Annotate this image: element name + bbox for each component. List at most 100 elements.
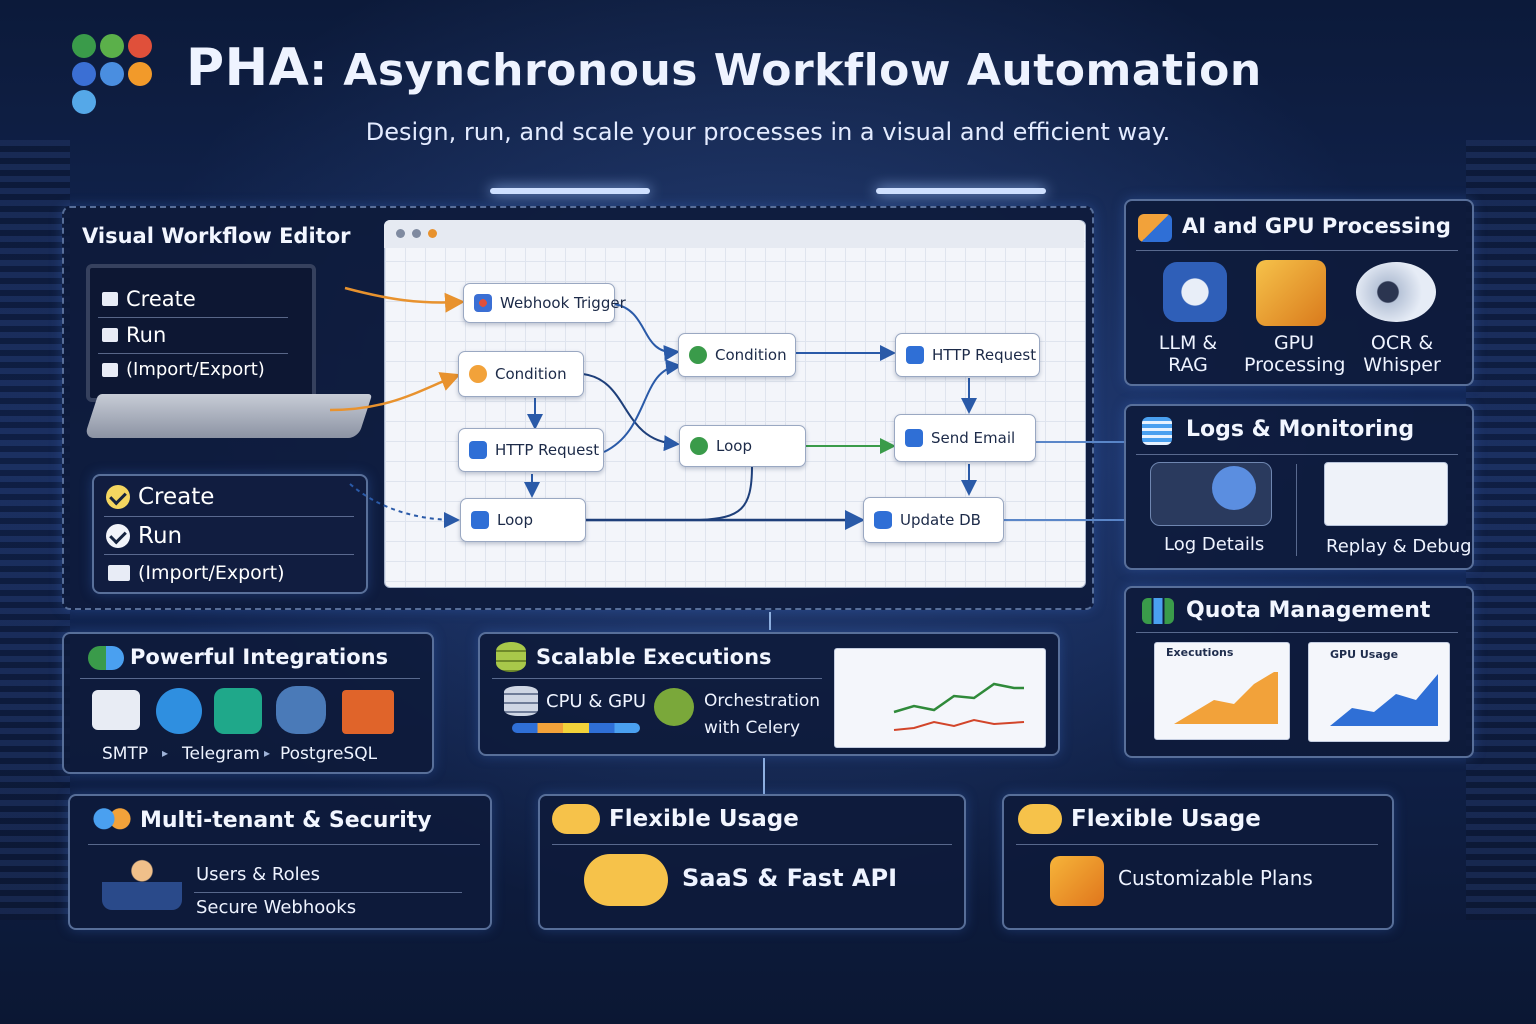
server-rack-right — [1466, 140, 1536, 920]
node-condition[interactable]: Condition — [458, 351, 584, 397]
plans-hexagon-icon — [1050, 856, 1104, 906]
node-http-request[interactable]: HTTP Request — [458, 428, 604, 472]
executions-area — [1174, 672, 1278, 724]
arrow-icon: ▸ — [264, 746, 271, 760]
run-icon — [102, 328, 118, 342]
neural-hexagon-icon — [1163, 262, 1227, 322]
postgresql-label: PostgreSQL — [280, 744, 378, 764]
window-dot — [428, 229, 437, 238]
check-icon — [106, 524, 130, 548]
telegram-label: Telegram — [182, 744, 260, 764]
users-roles-label: Users & Roles — [196, 864, 321, 885]
divider — [104, 554, 354, 555]
node-webhook-trigger[interactable]: Webhook Trigger — [463, 283, 626, 323]
gpu-usage-area — [1330, 674, 1438, 726]
node-http-request-2[interactable]: HTTP Request — [895, 333, 1040, 377]
divider — [1016, 844, 1378, 845]
import-export-icon — [108, 565, 130, 581]
message-queue-icon — [342, 690, 394, 734]
divider — [492, 678, 822, 679]
postgresql-icon — [276, 686, 326, 734]
lightning-icon — [214, 688, 262, 734]
pha-logo — [72, 30, 172, 122]
canvas-window-bar — [384, 220, 1084, 248]
divider — [80, 678, 420, 679]
ocr-whisper-label: OCR &Whisper — [1363, 332, 1441, 376]
scalable-title: Scalable Executions — [536, 645, 772, 669]
laptop-menu-run[interactable]: Run — [102, 323, 166, 347]
menu-run[interactable]: Run — [106, 523, 182, 549]
cloud-icon — [552, 804, 600, 834]
server-rack-left — [0, 140, 70, 920]
orchestration-label-2: with Celery — [704, 718, 801, 738]
flexible-usage-title: Flexible Usage — [1071, 806, 1261, 832]
condition-icon — [469, 365, 487, 383]
bar-chart-icon — [1142, 598, 1174, 624]
list-icon — [1142, 417, 1172, 445]
loop-list-icon — [471, 511, 489, 529]
ai-gpu-title: AI and GPU Processing — [1182, 214, 1451, 238]
flexible-usage-title: Flexible Usage — [609, 806, 799, 832]
window-dot — [412, 229, 421, 238]
server-icon — [906, 346, 924, 364]
node-loop[interactable]: Loop — [460, 498, 586, 542]
smtp-label: SMTP — [102, 744, 149, 764]
llm-rag-label: LLM &RAG — [1158, 332, 1218, 376]
ceiling-light — [490, 188, 650, 194]
menu-create[interactable]: Create — [106, 484, 214, 510]
editor-menu-card — [92, 474, 368, 594]
database-icon — [874, 511, 892, 529]
cpu-gpu-label: CPU & GPU — [546, 691, 647, 712]
divider — [552, 844, 952, 845]
laptop-menu-import-export[interactable]: (Import/Export) — [102, 359, 265, 380]
replay-debug-icon[interactable] — [1324, 462, 1448, 526]
divider — [98, 353, 288, 354]
node-loop-2[interactable]: Loop — [679, 425, 806, 467]
divider — [1136, 454, 1458, 455]
check-icon — [106, 485, 130, 509]
server-stack-icon — [504, 686, 538, 716]
customizable-plans-label: Customizable Plans — [1118, 866, 1313, 890]
progress-bar — [512, 723, 640, 733]
users-icon — [92, 806, 132, 838]
node-update-db[interactable]: Update DB — [863, 497, 1004, 543]
log-details-label: Log Details — [1164, 534, 1265, 555]
divider — [194, 892, 462, 893]
page-title: PHA: Asynchronous Workflow Automation — [186, 38, 1262, 98]
gpu-usage-chart-label: GPU Usage — [1330, 648, 1399, 661]
integrations-icon — [88, 646, 124, 670]
menu-import-export[interactable]: (Import/Export) — [108, 562, 284, 584]
node-send-email[interactable]: Send Email — [894, 414, 1036, 462]
replay-debug-label: Replay & Debug — [1326, 536, 1472, 557]
email-icon — [905, 429, 923, 447]
ocr-disc-icon — [1356, 262, 1436, 322]
arrow-icon: ▸ — [162, 746, 169, 760]
multitenant-title: Multi-tenant & Security — [140, 808, 432, 833]
editor-title: Visual Workflow Editor — [82, 224, 351, 248]
smtp-mail-icon — [92, 690, 140, 730]
gpu-cube-icon — [1256, 260, 1326, 326]
node-condition-2[interactable]: Condition — [678, 333, 796, 377]
plus-icon — [689, 346, 707, 364]
saas-fast-api-label: SaaS & Fast API — [682, 864, 897, 892]
create-icon — [102, 292, 118, 306]
divider — [88, 844, 480, 845]
cloud-icon — [584, 854, 668, 906]
telegram-icon — [156, 688, 202, 734]
ceiling-light — [876, 188, 1046, 194]
refresh-icon — [690, 437, 708, 455]
executions-chart-label: Executions — [1166, 646, 1234, 659]
execution-chart[interactable] — [834, 648, 1046, 748]
laptop-menu-create[interactable]: Create — [102, 287, 196, 311]
secure-webhooks-label: Secure Webhooks — [196, 897, 357, 918]
ai-gpu-icon — [1138, 214, 1172, 242]
logs-title: Logs & Monitoring — [1186, 417, 1415, 442]
window-dot — [396, 229, 405, 238]
stack-icon — [496, 642, 526, 672]
orchestration-label-1: Orchestration — [704, 691, 821, 711]
import-export-icon — [102, 362, 118, 377]
divider — [98, 317, 288, 318]
cloud-icon — [1018, 804, 1062, 834]
